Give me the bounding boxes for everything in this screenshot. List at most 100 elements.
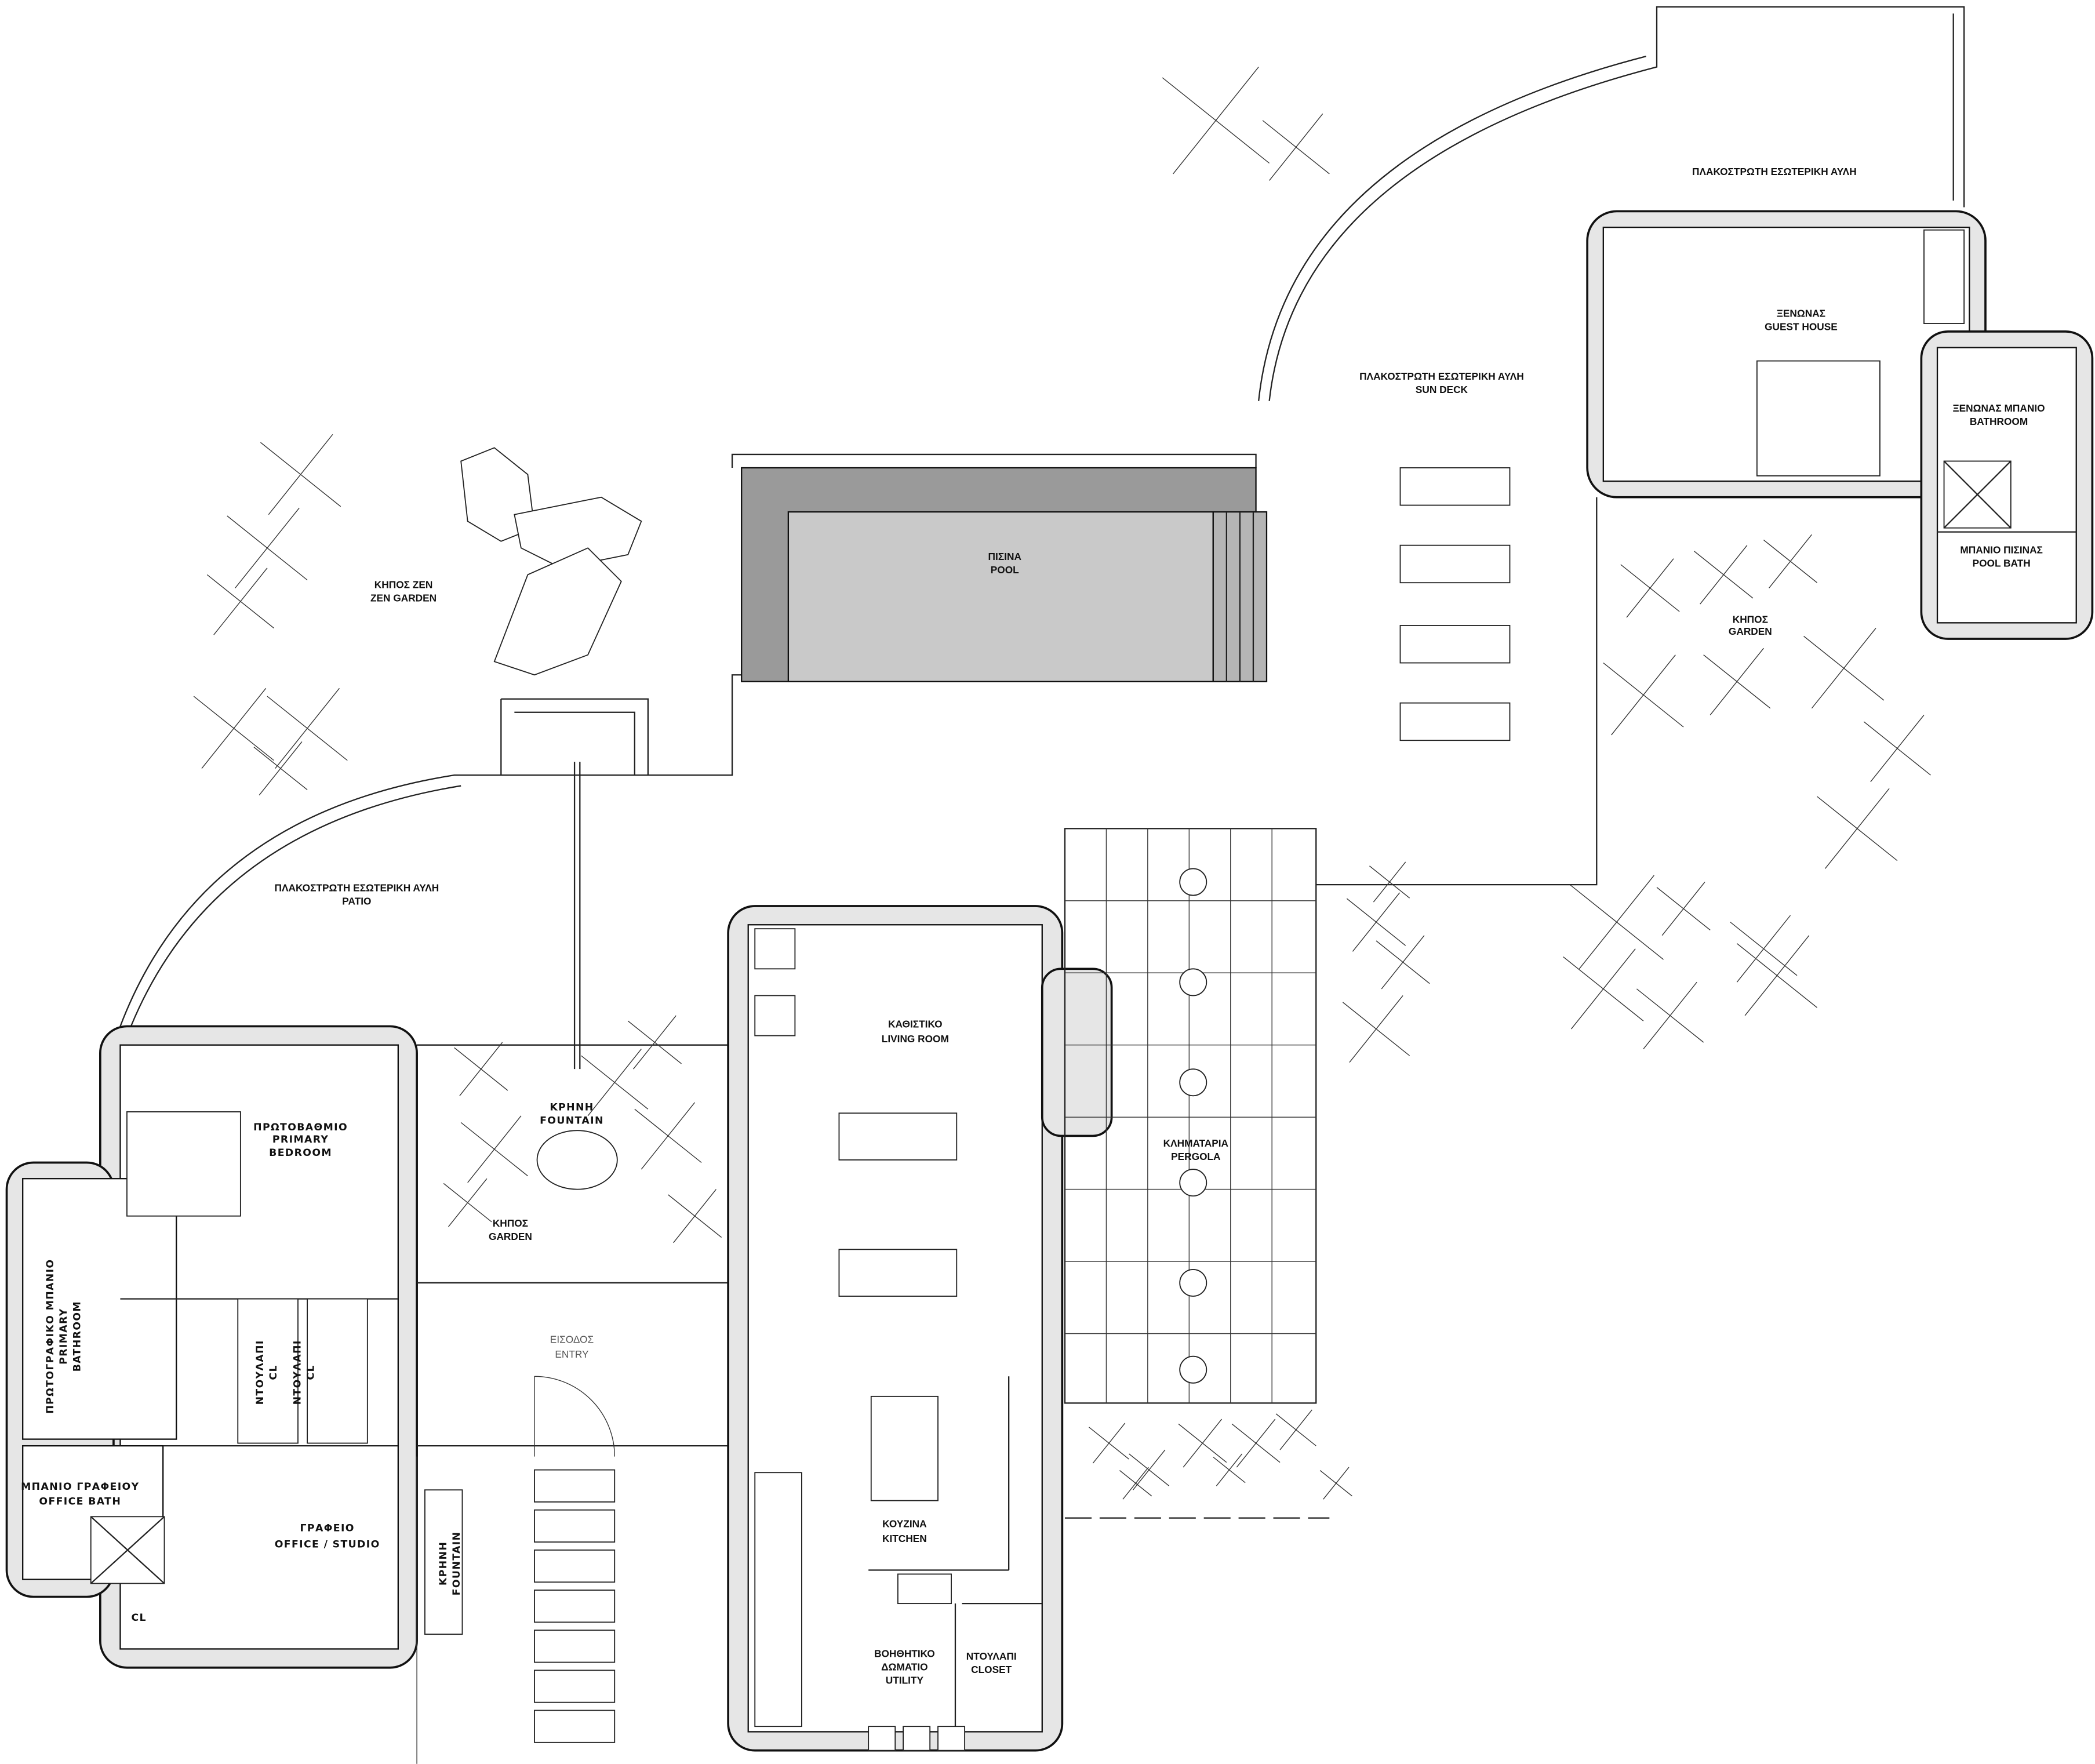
label-pool-bath-gr: ΜΠΑΝΙΟ ΠΙΣΙΝΑΣ bbox=[1960, 544, 2043, 556]
tree-icon bbox=[193, 688, 274, 769]
zen-rocks bbox=[460, 447, 642, 676]
tree-icon bbox=[1129, 1449, 1170, 1490]
label-closet1-en: CL bbox=[268, 1365, 279, 1380]
tree-icon bbox=[667, 1189, 722, 1243]
tree-icon bbox=[1162, 67, 1270, 174]
label-closet-kitchen-en: CLOSET bbox=[971, 1664, 1012, 1675]
label-primary-bath-en1: PRIMARY bbox=[58, 1308, 70, 1364]
tree-icon bbox=[1275, 1409, 1316, 1450]
tree-icon bbox=[1736, 935, 1818, 1016]
vine-plant bbox=[1179, 868, 1207, 896]
label-fountain-en: FOUNTAIN bbox=[540, 1115, 604, 1127]
tree-icon bbox=[634, 1102, 702, 1170]
label-closet-kitchen-gr: ΝΤΟΥΛΑΠΙ bbox=[966, 1650, 1017, 1662]
label-guest-bath-en: BATHROOM bbox=[1970, 416, 2028, 427]
tree-icon bbox=[1262, 113, 1330, 181]
tree-icon bbox=[1603, 654, 1684, 736]
tree-icon bbox=[443, 1178, 492, 1227]
label-pool-bath-en: POOL BATH bbox=[1973, 558, 2031, 569]
primary-wing bbox=[5, 1025, 418, 1669]
site-boundary bbox=[119, 6, 1965, 1070]
label-primary-bath-en2: BATHROOM bbox=[71, 1301, 83, 1372]
label-zen-garden-gr: ΚΗΠΟΣ ZEN bbox=[374, 579, 433, 590]
label-office-fountain-en: FOUNTAIN bbox=[451, 1532, 463, 1596]
label-office-fountain-gr: ΚΡΗΝΗ bbox=[438, 1541, 449, 1585]
entry-steps bbox=[534, 1469, 616, 1743]
label-garden-court-gr: ΚΗΠΟΣ bbox=[493, 1217, 528, 1229]
label-guest-house-en: GUEST HOUSE bbox=[1765, 321, 1838, 333]
tree-icon bbox=[206, 568, 274, 635]
label-zen-garden-en: ZEN GARDEN bbox=[370, 592, 437, 603]
tree-icon bbox=[1703, 648, 1771, 715]
tree-icon bbox=[1569, 875, 1664, 969]
vine-plant bbox=[1179, 968, 1207, 996]
tree-icon bbox=[1863, 714, 1931, 783]
label-patio-en: PATIO bbox=[342, 896, 371, 907]
label-closet2-gr: ΝΤΟΥΛΑΠΙ bbox=[292, 1340, 304, 1405]
vine-plant bbox=[1179, 1268, 1207, 1297]
label-entry-gr: ΕΙΣΟΔΟΣ bbox=[550, 1334, 594, 1345]
label-pool-en: POOL bbox=[991, 564, 1019, 576]
tree-icon bbox=[1656, 882, 1711, 936]
tree-icon bbox=[1231, 1419, 1281, 1468]
tree-icon bbox=[1803, 628, 1885, 709]
entry-court bbox=[416, 1044, 729, 1764]
label-primary-bath-gr: ΠΡΩΤΟΓΡΑΦΙΚΟ ΜΠΑΝΙΟ bbox=[45, 1259, 56, 1414]
label-guest-house-gr: ΞΕΝΩΝΑΣ bbox=[1777, 308, 1825, 319]
label-bedroom-gr: ΠΡΩΤΟΒΑΘΜΙΟ bbox=[253, 1122, 348, 1133]
label-office-cl: CL bbox=[131, 1612, 146, 1624]
label-pergola-en: PERGOLA bbox=[1171, 1151, 1221, 1162]
label-pool-gr: ΠΙΣΙΝΑ bbox=[988, 551, 1022, 562]
tree-icon bbox=[1763, 534, 1818, 588]
tree-icon bbox=[1369, 861, 1410, 903]
tree-icon bbox=[1119, 1467, 1152, 1500]
label-garden-east-en: GARDEN bbox=[1729, 625, 1772, 637]
main-building bbox=[727, 905, 1113, 1752]
label-courtyard-top: ΠΛΑΚΟΣΤΡΩΤΗ ΕΣΩΤΕΡΙΚΗ ΑΥΛΗ bbox=[1692, 166, 1857, 177]
label-sun-deck-gr: ΠΛΑΚΟΣΤΡΩΤΗ ΕΣΩΤΕΡΙΚΗ ΑΥΛΗ bbox=[1359, 370, 1524, 382]
pergola bbox=[1064, 828, 1317, 1404]
vine-plant bbox=[1179, 1169, 1207, 1197]
tree-icon bbox=[1178, 1419, 1227, 1468]
label-office-gr: ΓΡΑΦΕΙΟ bbox=[300, 1523, 355, 1534]
label-utility-en: UTILITY bbox=[886, 1674, 924, 1686]
tree-icon bbox=[1636, 981, 1704, 1050]
tree-icon bbox=[460, 1115, 528, 1183]
tree-icon bbox=[1730, 915, 1798, 983]
tree-icon bbox=[1089, 1423, 1130, 1464]
label-bedroom-en2: BEDROOM bbox=[269, 1147, 332, 1159]
tree-icon bbox=[1817, 788, 1898, 869]
label-garden-east-gr: ΚΗΠΟΣ bbox=[1733, 613, 1768, 625]
vine-plant bbox=[1179, 1068, 1207, 1097]
tree-icon bbox=[454, 1042, 508, 1096]
label-living-en: LIVING ROOM bbox=[882, 1033, 949, 1045]
tree-icon bbox=[260, 434, 341, 515]
label-patio-gr: ΠΛΑΚΟΣΤΡΩΤΗ ΕΣΩΤΕΡΙΚΗ ΑΥΛΗ bbox=[275, 882, 439, 894]
label-guest-bath-gr: ΞΕΝΩΝΑΣ ΜΠΑΝΙΟ bbox=[1953, 402, 2045, 414]
sun-loungers bbox=[1399, 467, 1511, 741]
tree-icon bbox=[227, 507, 308, 588]
tree-icon bbox=[1376, 935, 1430, 990]
label-fountain-gr: ΚΡΗΝΗ bbox=[550, 1102, 594, 1114]
tree-icon bbox=[1346, 892, 1406, 952]
label-closet1-gr: ΝΤΟΥΛΑΠΙ bbox=[254, 1340, 266, 1405]
tree-icon bbox=[1342, 995, 1410, 1063]
label-utility-gr1: ΒΟΗΘΗΤΙΚΟ bbox=[874, 1647, 935, 1659]
label-kitchen-gr: ΚΟΥΖΙΝΑ bbox=[882, 1518, 927, 1530]
tree-icon bbox=[267, 688, 348, 769]
label-entry-en: ENTRY bbox=[555, 1348, 589, 1360]
label-office-en: OFFICE / STUDIO bbox=[275, 1539, 380, 1550]
label-office-bath-en: OFFICE BATH bbox=[39, 1496, 121, 1508]
label-garden-court-en: GARDEN bbox=[489, 1231, 532, 1242]
tree-icon bbox=[253, 741, 308, 796]
tree-icon bbox=[1563, 948, 1644, 1030]
guest-house bbox=[1586, 210, 2094, 640]
tree-icon bbox=[627, 1015, 682, 1070]
tree-icon bbox=[1620, 558, 1680, 618]
tree-icon bbox=[1213, 1453, 1246, 1486]
label-pergola-gr: ΚΛΗΜΑΤΑΡΙΑ bbox=[1163, 1137, 1229, 1149]
label-bedroom-en1: PRIMARY bbox=[272, 1134, 329, 1145]
tree-icon bbox=[1694, 545, 1754, 605]
label-closet2-en: CL bbox=[305, 1365, 317, 1380]
